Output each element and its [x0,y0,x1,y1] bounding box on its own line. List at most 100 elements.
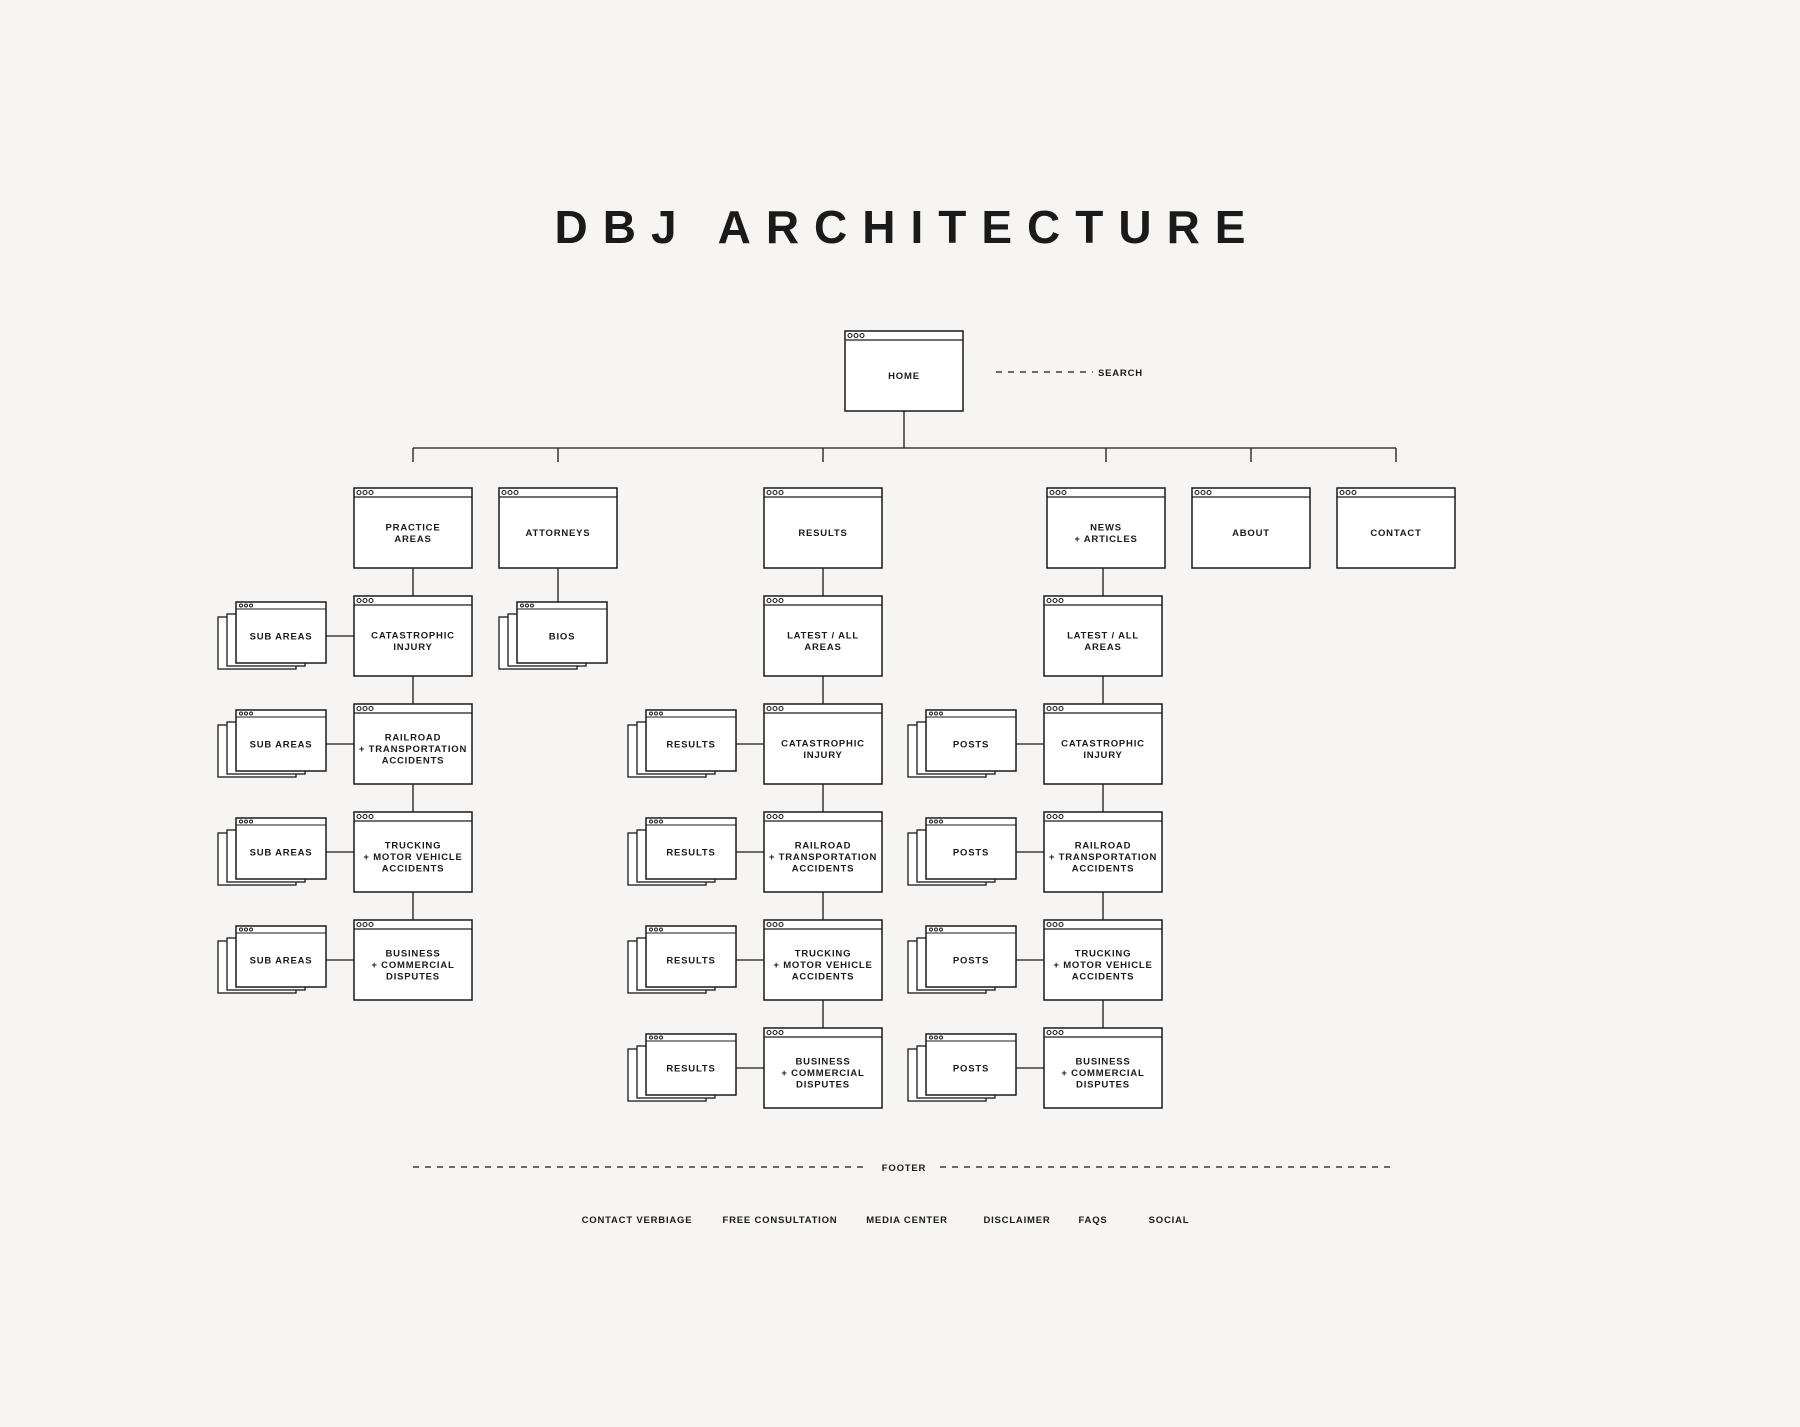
window-dot-icon [530,603,534,608]
news-child-box-text: + TRANSPORTATION [1049,852,1157,863]
window-dot-icon [778,1029,784,1036]
news-child-box-text: ACCIDENTS [1072,972,1135,983]
nav-box-attorneys[interactable]: ATTORNEYS [498,487,618,569]
window-dot-icon [929,927,933,932]
page-box-frame [1043,811,1163,893]
window-dot-icon [356,705,362,712]
nav-box-contact[interactable]: CONTACT [1336,487,1456,569]
window-dot-icon [654,819,658,824]
window-dot-icon [778,921,784,928]
window-dot-icon [356,597,362,604]
window-dot-icon [362,597,368,604]
footer-link[interactable]: CONTACT VERBIAGE [582,1215,693,1226]
home-box[interactable]: HOME [844,330,964,412]
results-child-box-text: ACCIDENTS [792,864,855,875]
window-dot-icon [520,603,524,608]
window-dot-icon [659,711,663,716]
window-dot-icon [934,711,938,716]
results-stack[interactable]: RESULTS [627,1033,737,1102]
page-box-frame [1191,487,1311,569]
footer-link[interactable]: FREE CONSULTATION [723,1215,838,1226]
window-dot-icon [1351,489,1357,496]
bios-stack[interactable]: BIOS [498,601,608,670]
window-dot-icon [368,813,374,820]
results-child-box-text: LATEST / ALL [787,630,859,641]
results-stack[interactable]: RESULTS [627,817,737,886]
news-stack[interactable]: POSTS [907,925,1017,994]
nav-box-practice-text: AREAS [394,534,431,545]
stack-front-card [925,817,1017,880]
footer-link[interactable]: MEDIA CENTER [866,1215,948,1226]
window-dot-icon [1058,921,1064,928]
footer-link[interactable]: FAQS [1078,1215,1107,1226]
window-dot-icon [772,489,778,496]
practice-child-box-text: + MOTOR VEHICLE [363,852,462,863]
page-title: DBJ ARCHITECTURE [554,201,1261,253]
window-dot-icon [249,819,253,824]
window-dot-icon [507,489,513,496]
sub-areas-stack[interactable]: SUB AREAS [217,817,327,886]
news-stack[interactable]: POSTS [907,709,1017,778]
nav-box-results[interactable]: RESULTS [763,487,883,569]
footer-link[interactable]: DISCLAIMER [983,1215,1050,1226]
page-box-frame [763,595,883,677]
window-dot-icon [239,711,243,716]
window-dot-icon [1058,597,1064,604]
nav-box-practice-text: PRACTICE [386,522,441,533]
news-stack[interactable]: POSTS [907,1033,1017,1102]
search-label[interactable]: SEARCH [1098,368,1143,379]
nav-box-news[interactable]: NEWS+ ARTICLES [1046,487,1166,569]
window-dot-icon [1058,1029,1064,1036]
window-dot-icon [249,927,253,932]
stack-front-card [645,709,737,772]
window-dot-icon [772,921,778,928]
news-stack[interactable]: POSTS [907,817,1017,886]
sub-areas-stack[interactable]: SUB AREAS [217,601,327,670]
window-dot-icon [356,489,362,496]
stack-front-card [235,709,327,772]
nav-box-about[interactable]: ABOUT [1191,487,1311,569]
window-dot-icon [654,927,658,932]
results-stack[interactable]: RESULTS [627,925,737,994]
results-child-box-text: RAILROAD [795,841,852,852]
news-child-box-text: BUSINESS [1076,1057,1131,1068]
window-dot-icon [501,489,507,496]
window-dot-icon [239,927,243,932]
window-dot-icon [772,813,778,820]
page-box-frame [844,330,964,412]
sub-areas-stack[interactable]: SUB AREAS [217,709,327,778]
news-child-box-text: ACCIDENTS [1072,864,1135,875]
page-box-frame [353,595,473,677]
practice-child-box-text: DISPUTES [386,972,440,983]
window-dot-icon [649,1035,653,1040]
window-dot-icon [1046,1029,1052,1036]
footer-label[interactable]: FOOTER [882,1163,926,1174]
stack-front-card [925,1033,1017,1096]
page-box-frame [1043,919,1163,1001]
results-stack-text: RESULTS [666,1064,715,1075]
window-dot-icon [772,597,778,604]
results-child-box-text: ACCIDENTS [792,972,855,983]
news-child-box-text: CATASTROPHIC [1061,738,1145,749]
window-dot-icon [934,1035,938,1040]
footer-link[interactable]: SOCIAL [1149,1215,1190,1226]
results-child-box-text: AREAS [804,642,841,653]
results-stack[interactable]: RESULTS [627,709,737,778]
sub-areas-stack[interactable]: SUB AREAS [217,925,327,994]
